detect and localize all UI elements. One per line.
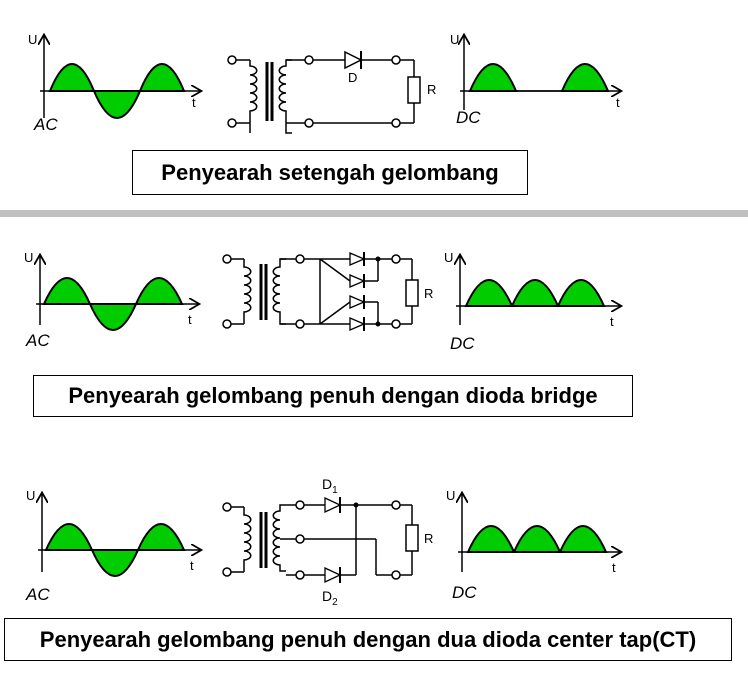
resistor-label: R — [424, 286, 433, 301]
t-axis-label: t — [188, 312, 192, 327]
ac-label: AC — [25, 331, 50, 350]
ac-label: AC — [33, 115, 58, 134]
u-axis-label: U — [450, 32, 459, 47]
ac-waveform-1: U t AC — [28, 32, 200, 134]
dc-label: DC — [456, 108, 481, 127]
caption-bridge: Penyearah gelombang penuh dengan dioda b… — [33, 375, 633, 417]
t-axis-label: t — [612, 560, 616, 575]
dc-label: DC — [450, 334, 475, 353]
u-axis-label: U — [444, 250, 453, 265]
t-axis-label: t — [190, 558, 194, 573]
u-axis-label: U — [446, 488, 455, 503]
caption-half-wave: Penyearah setengah gelombang — [132, 150, 528, 195]
d1-label: D1 — [322, 476, 338, 496]
bridge-diode-icon — [349, 274, 366, 288]
diode-d1-icon — [324, 496, 342, 514]
ac-waveform-3: U t AC — [25, 488, 200, 604]
section-divider — [0, 210, 748, 217]
u-axis-label: U — [28, 32, 37, 47]
bridge-diode-icon — [349, 252, 366, 266]
section-1-half-wave: U t AC — [28, 32, 620, 134]
half-wave-circuit: D R — [227, 50, 436, 134]
u-axis-label: U — [24, 250, 33, 265]
dc-waveform-3: U t DC — [446, 488, 620, 602]
t-axis-label: t — [616, 95, 620, 110]
diode-d2-icon — [324, 566, 342, 584]
t-axis-label: t — [192, 95, 196, 110]
t-axis-label: t — [610, 314, 614, 329]
ac-label: AC — [25, 585, 50, 604]
caption-center-tap: Penyearah gelombang penuh dengan dua dio… — [4, 618, 732, 661]
section-2-bridge: U t AC — [24, 250, 620, 353]
resistor-label: R — [424, 531, 433, 546]
ac-waveform-2: U t AC — [24, 250, 198, 350]
dc-label: DC — [452, 583, 477, 602]
d2-label: D2 — [322, 588, 338, 608]
center-tap-circuit: R D1 D2 — [222, 476, 433, 608]
section-3-center-tap: U t AC — [25, 476, 620, 608]
dc-waveform-2: U t DC — [444, 250, 620, 353]
resistor-icon — [407, 76, 421, 104]
resistor-icon — [405, 279, 419, 307]
u-axis-label: U — [26, 488, 35, 503]
bridge-diode-icon — [349, 295, 366, 309]
diode-label: D — [348, 70, 357, 85]
resistor-label: R — [427, 82, 436, 97]
resistor-icon — [405, 524, 419, 552]
diode-icon — [344, 50, 363, 70]
bridge-diode-icon — [349, 317, 366, 331]
bridge-circuit: R — [222, 252, 433, 331]
dc-waveform-1: U t DC — [450, 32, 620, 127]
